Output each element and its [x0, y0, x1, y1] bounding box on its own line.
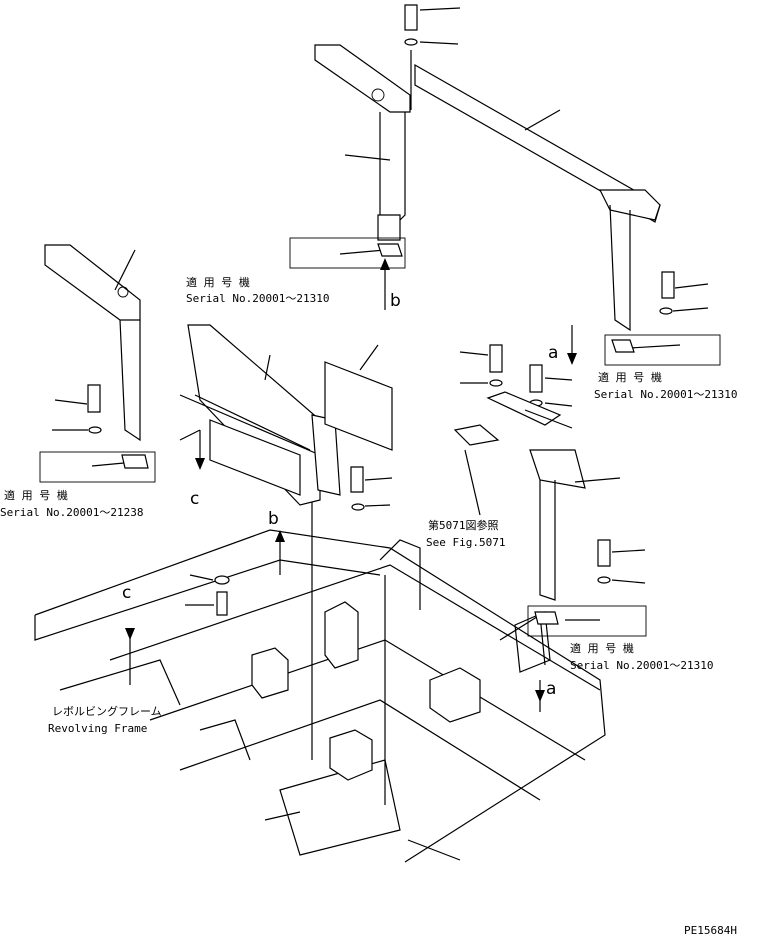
drawing-number: PE15684H — [684, 924, 737, 937]
ref-letter-c-left: c — [190, 489, 199, 509]
ref-letter-b-frame: b — [268, 509, 279, 529]
right-lower-parts — [453, 344, 646, 601]
center-panel — [179, 324, 393, 511]
see-fig-label-ja: 第5071図参照 — [428, 518, 499, 532]
ref-letter-c-frame: c — [122, 583, 131, 603]
ref-letter-b-top: b — [390, 291, 401, 311]
callout-boxes — [39, 237, 721, 637]
top-brace-assembly — [314, 4, 709, 332]
left-bracket — [44, 244, 141, 442]
ref-letter-a-right: a — [548, 343, 558, 363]
applicable-label-left: 適 用 号 機 — [4, 488, 68, 502]
serial-label-top: Serial No.20001～21310 — [186, 292, 329, 305]
callout-box-right — [604, 334, 721, 366]
applicable-label-bottom: 適 用 号 機 — [570, 641, 634, 655]
see-fig-label-en: See Fig.5071 — [426, 536, 505, 549]
frame-label-en: Revolving Frame — [48, 722, 147, 735]
reference-arrows — [125, 258, 577, 712]
serial-label-left: Serial No.20001～21238 — [0, 506, 143, 519]
frame-label-ja: レボルビングフレーム — [52, 704, 162, 718]
callout-box-left — [39, 451, 156, 483]
ref-letter-a-frame: a — [546, 679, 556, 699]
applicable-label-right: 適 用 号 機 — [598, 370, 662, 384]
callout-box-top — [289, 237, 406, 269]
revolving-frame — [34, 495, 606, 863]
serial-label-right: Serial No.20001～21310 — [594, 388, 737, 401]
serial-label-bottom: Serial No.20001～21310 — [570, 659, 713, 672]
callout-box-bottom — [527, 605, 647, 637]
applicable-label-top: 適 用 号 機 — [186, 275, 250, 289]
